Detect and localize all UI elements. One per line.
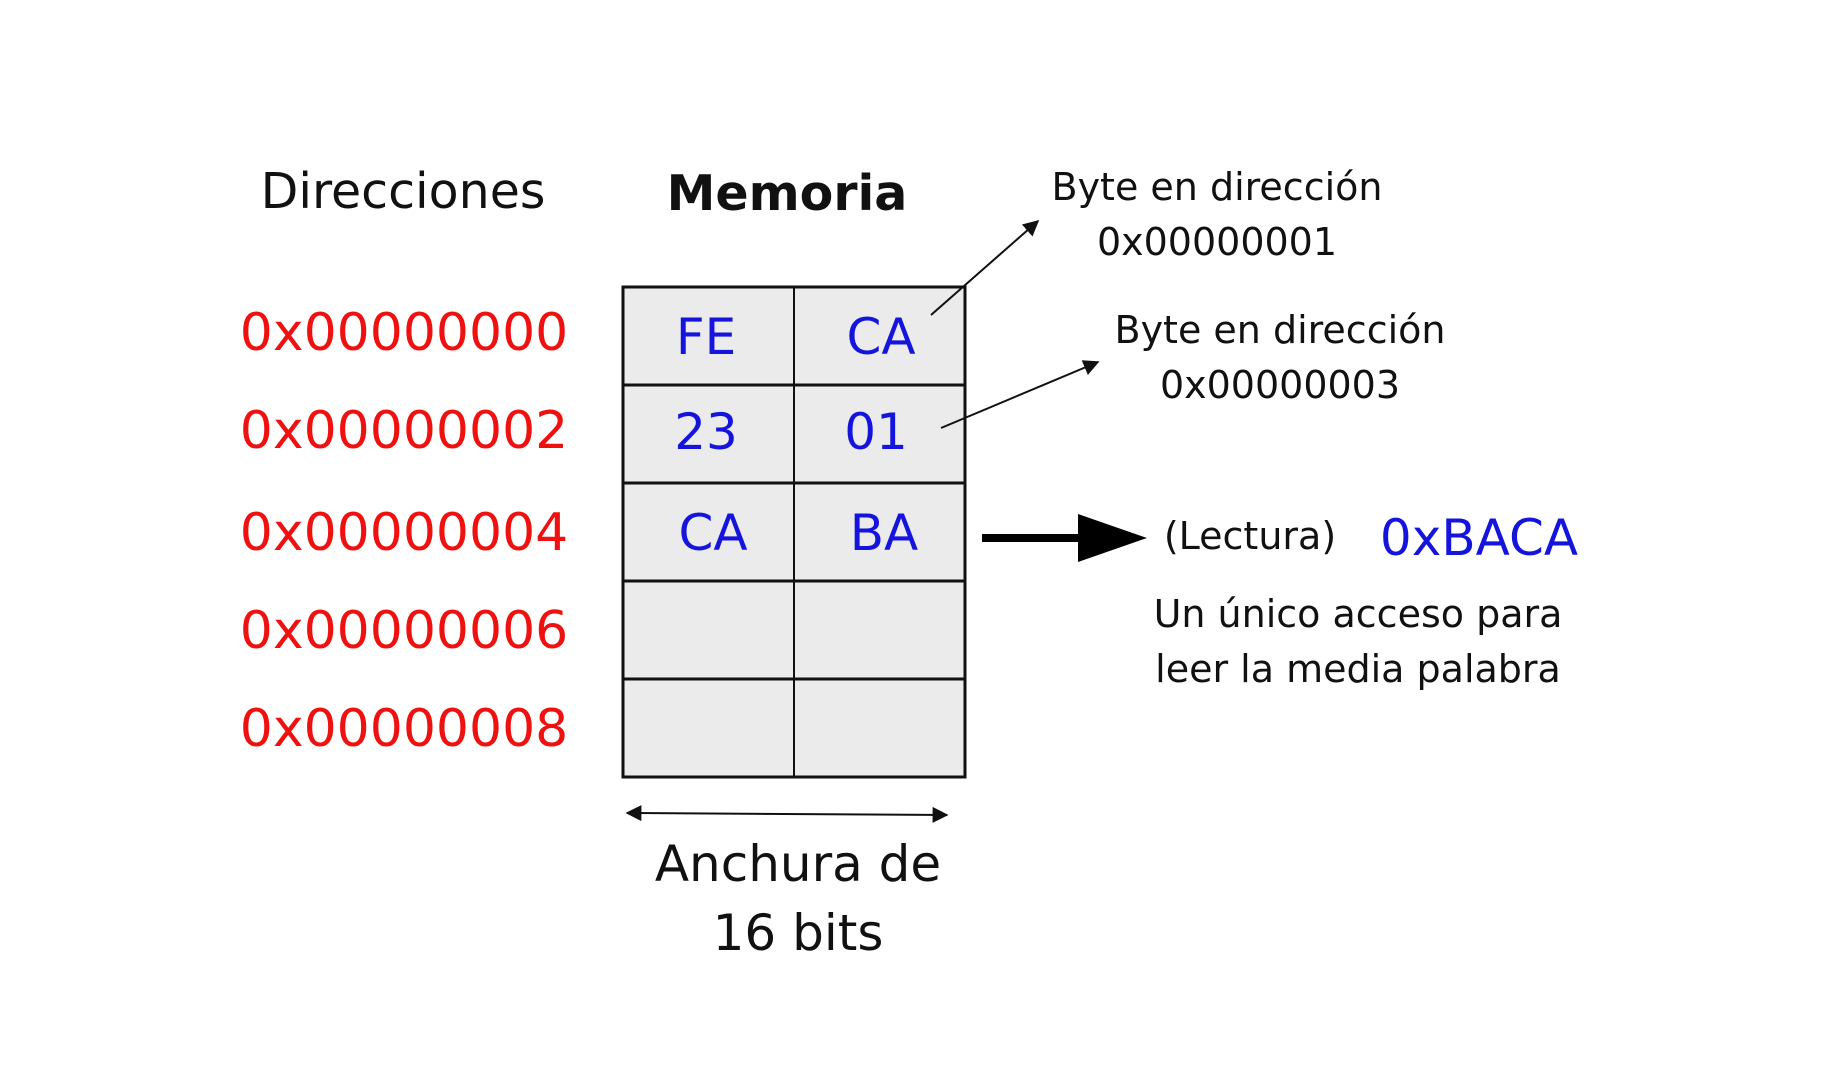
addresses-header: Direcciones	[261, 163, 546, 220]
read-label: (Lectura)	[1164, 514, 1336, 558]
memory-header: Memoria	[667, 165, 908, 222]
address-label: 0x00000004	[240, 503, 569, 563]
memory-table: FE CA 23 01 CA BA	[621, 285, 967, 779]
width-label: Anchura de	[655, 835, 941, 893]
callout-arrow	[930, 219, 1040, 316]
address-label: 0x00000000	[240, 303, 569, 363]
address-label: 0x00000008	[240, 699, 569, 759]
address-label: 0x00000006	[240, 601, 569, 661]
callout-line: Byte en dirección	[1052, 165, 1383, 209]
width-arrow	[625, 805, 949, 823]
read-value: 0xBACA	[1380, 509, 1578, 567]
read-note: Un único acceso para	[1154, 592, 1563, 636]
read-arrow	[982, 514, 1147, 562]
memory-byte: 23	[674, 403, 738, 461]
callout-line: Byte en dirección	[1115, 308, 1446, 352]
callout-arrow	[940, 360, 1100, 429]
width-label: 16 bits	[713, 904, 884, 962]
memory-byte: FE	[676, 308, 736, 366]
callout-address: 0x00000003	[1160, 363, 1400, 407]
memory-byte: CA	[678, 504, 747, 562]
read-note: leer la media palabra	[1155, 647, 1561, 691]
memory-byte: 01	[844, 403, 908, 461]
address-label: 0x00000002	[240, 401, 569, 461]
memory-byte: CA	[846, 308, 915, 366]
callout-address: 0x00000001	[1097, 220, 1337, 264]
memory-byte: BA	[850, 504, 919, 562]
